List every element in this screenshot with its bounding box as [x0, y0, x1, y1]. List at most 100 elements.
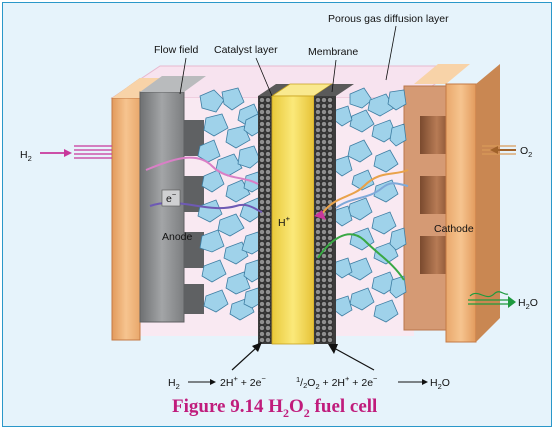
catalyst-bead	[259, 247, 265, 253]
catalyst-bead	[321, 199, 327, 205]
catalyst-bead	[321, 121, 327, 127]
catalyst-bead	[259, 337, 265, 343]
catalyst-bead	[259, 109, 265, 115]
catalyst-bead	[327, 115, 333, 121]
cathode-catalyst-beads	[315, 97, 333, 343]
catalyst-bead	[327, 223, 333, 229]
catalyst-bead	[265, 121, 271, 127]
o2-arrowhead	[490, 146, 498, 154]
catalyst-bead	[315, 181, 321, 187]
catalyst-bead	[265, 187, 271, 193]
catalyst-bead	[327, 145, 333, 151]
catalyst-bead	[265, 127, 271, 133]
catalyst-bead	[321, 241, 327, 247]
cathode-catalyst-top	[314, 84, 354, 96]
catalyst-bead	[259, 217, 265, 223]
catalyst-bead	[265, 205, 271, 211]
catalyst-bead	[321, 151, 327, 157]
catalyst-bead	[327, 163, 333, 169]
catalyst-bead	[327, 133, 333, 139]
catalyst-bead	[265, 283, 271, 289]
catalyst-bead	[327, 157, 333, 163]
catalyst-bead	[259, 151, 265, 157]
catalyst-bead	[259, 199, 265, 205]
water-path	[317, 233, 405, 281]
catalyst-bead	[327, 211, 333, 217]
catalyst-bead	[315, 331, 321, 337]
cathode-reaction-pointer	[333, 347, 375, 371]
catalyst-bead	[259, 97, 265, 103]
water-arrowhead	[508, 296, 516, 308]
catalyst-bead	[327, 301, 333, 307]
catalyst-bead	[327, 265, 333, 271]
catalyst-bead	[265, 235, 271, 241]
catalyst-bead	[265, 163, 271, 169]
catalyst-bead	[327, 181, 333, 187]
catalyst-bead	[327, 313, 333, 319]
flow-rib	[420, 116, 448, 154]
cathode-label: Cathode	[434, 223, 474, 235]
catalyst-bead	[259, 325, 265, 331]
catalyst-bead	[327, 103, 333, 109]
porous-leader	[385, 25, 397, 81]
anode-plate-top	[112, 78, 160, 98]
catalyst-bead	[265, 271, 271, 277]
h2-arrowhead	[64, 149, 72, 157]
catalyst-bead	[321, 109, 327, 115]
catalyst-bead	[265, 193, 271, 199]
catalyst-bead	[259, 259, 265, 265]
catalyst-bead	[259, 139, 265, 145]
catalyst-bead	[259, 229, 265, 235]
catalyst-bead	[315, 223, 321, 229]
anode-equation: H2	[168, 377, 180, 391]
catalyst-layer-label: Catalyst layer	[214, 44, 278, 56]
catalyst-bead	[265, 103, 271, 109]
catalyst-bead	[259, 313, 265, 319]
catalyst-bead	[265, 331, 271, 337]
catalyst-bead	[315, 307, 321, 313]
catalyst-bead	[327, 253, 333, 259]
catalyst-bead	[315, 259, 321, 265]
cathode-plate	[445, 83, 477, 343]
cathode-diffusion-layer	[333, 87, 407, 323]
catalyst-bead	[315, 271, 321, 277]
catalyst-bead	[259, 223, 265, 229]
catalyst-bead	[327, 175, 333, 181]
catalyst-bead	[265, 169, 271, 175]
anode-equation-arrowhead	[210, 379, 216, 385]
water-outlet-label: H2O	[518, 297, 538, 311]
flow-channel	[184, 120, 204, 156]
cathode-equation-arrowhead	[422, 379, 428, 385]
catalyst-bead	[315, 175, 321, 181]
cathode-plate-side	[476, 64, 500, 342]
catalyst-bead	[315, 145, 321, 151]
catalyst-bead	[315, 169, 321, 175]
catalyst-bead	[315, 199, 321, 205]
catalyst-bead	[315, 193, 321, 199]
catalyst-bead	[265, 259, 271, 265]
catalyst-bead	[321, 181, 327, 187]
anode-label: Anode	[162, 231, 193, 243]
catalyst-bead	[259, 253, 265, 259]
catalyst-bead	[259, 265, 265, 271]
porous-layer-label: Porous gas diffusion layer	[328, 13, 449, 25]
catalyst-bead	[259, 157, 265, 163]
catalyst-bead	[321, 301, 327, 307]
catalyst-bead	[265, 247, 271, 253]
catalyst-bead	[327, 331, 333, 337]
catalyst-bead	[259, 103, 265, 109]
catalyst-bead	[259, 277, 265, 283]
proton-label: H+	[278, 214, 291, 229]
catalyst-bead	[259, 271, 265, 277]
catalyst-bead	[315, 163, 321, 169]
catalyst-bead	[327, 109, 333, 115]
catalyst-bead	[265, 217, 271, 223]
catalyst-bead	[321, 193, 327, 199]
catalyst-bead	[265, 307, 271, 313]
catalyst-bead	[321, 337, 327, 343]
catalyst-bead	[265, 97, 271, 103]
catalyst-bead	[265, 211, 271, 217]
catalyst-bead	[259, 187, 265, 193]
cathode-pointer-head	[328, 344, 338, 354]
